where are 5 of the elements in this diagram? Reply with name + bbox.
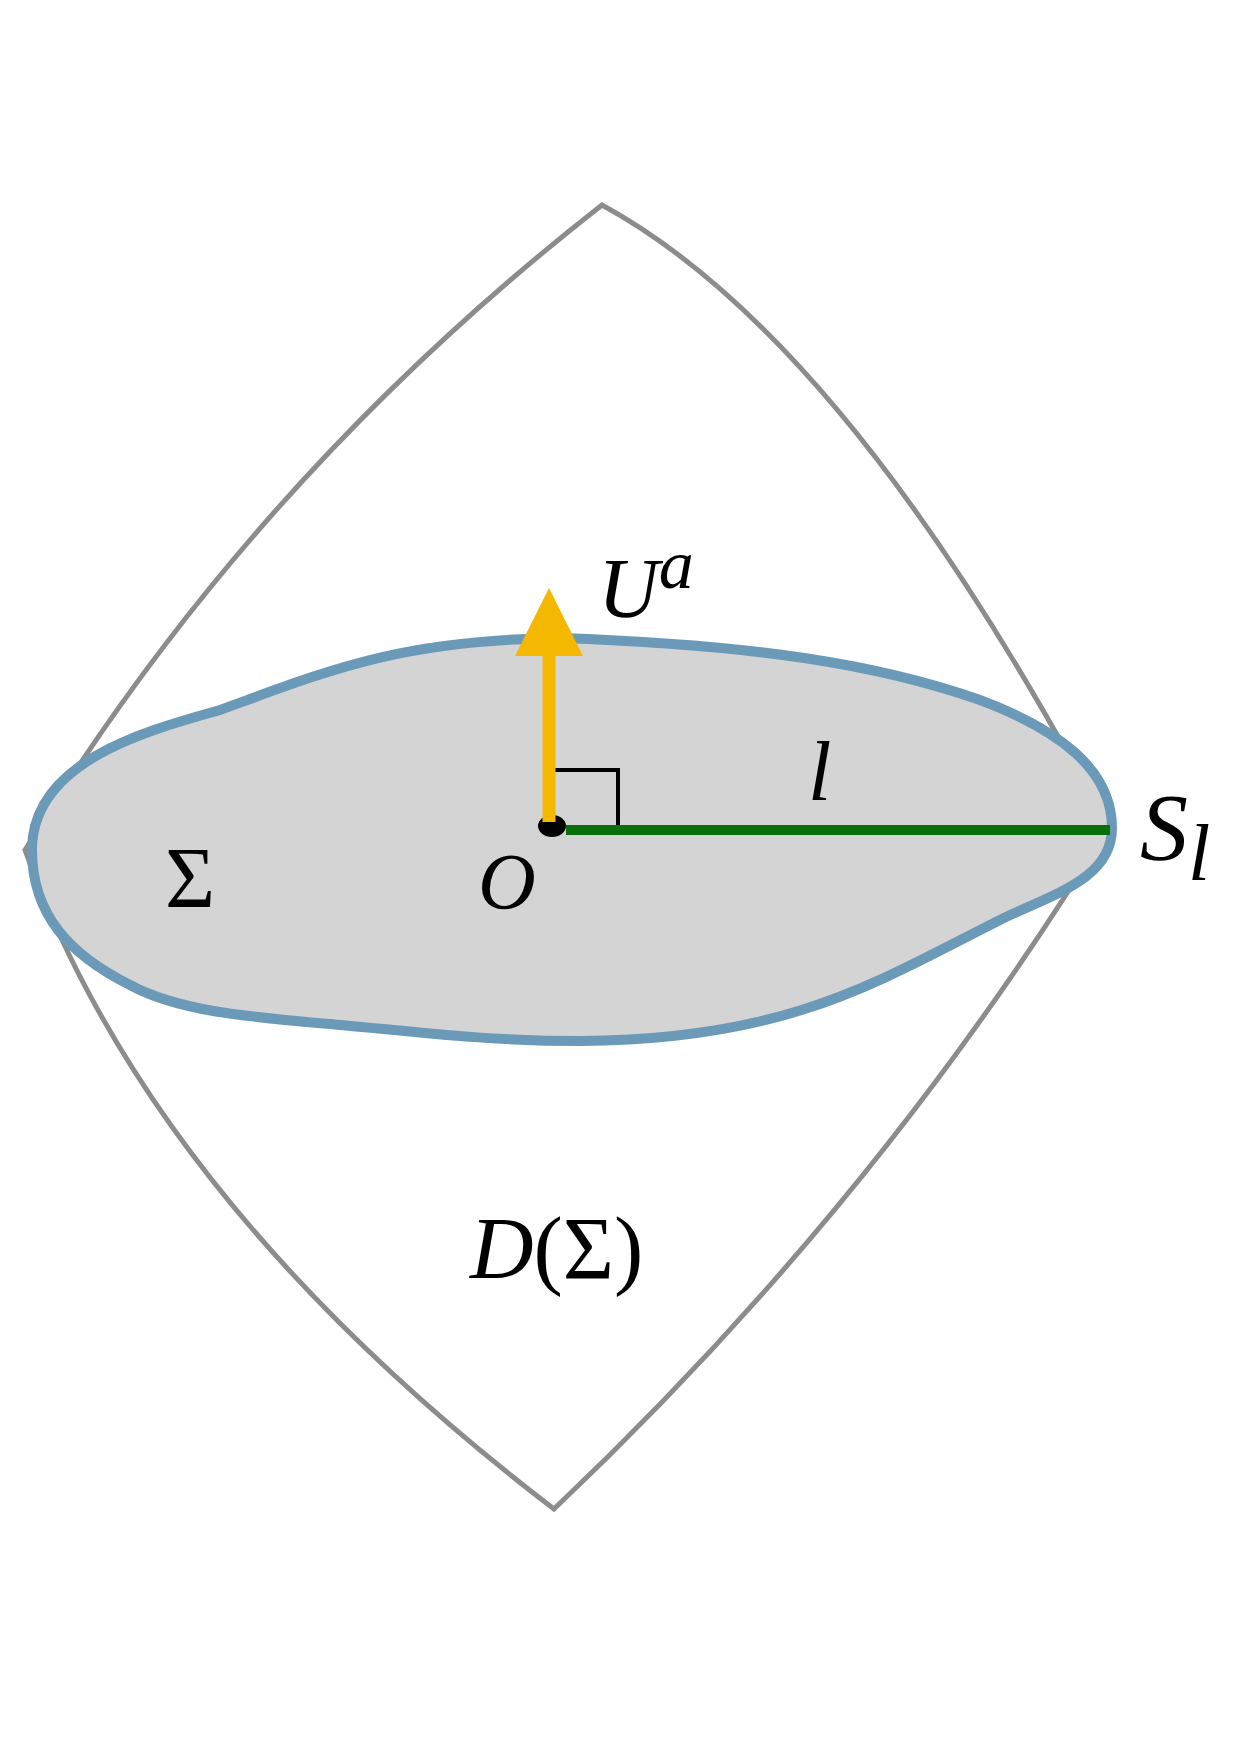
edge-label: l bbox=[808, 730, 832, 814]
math-label: S$_{l}$ bbox=[1140, 780, 1211, 894]
point-label: O bbox=[478, 842, 536, 922]
symbol-label: Σ bbox=[165, 835, 216, 921]
vector-label: U$^{a}$ bbox=[598, 530, 694, 631]
